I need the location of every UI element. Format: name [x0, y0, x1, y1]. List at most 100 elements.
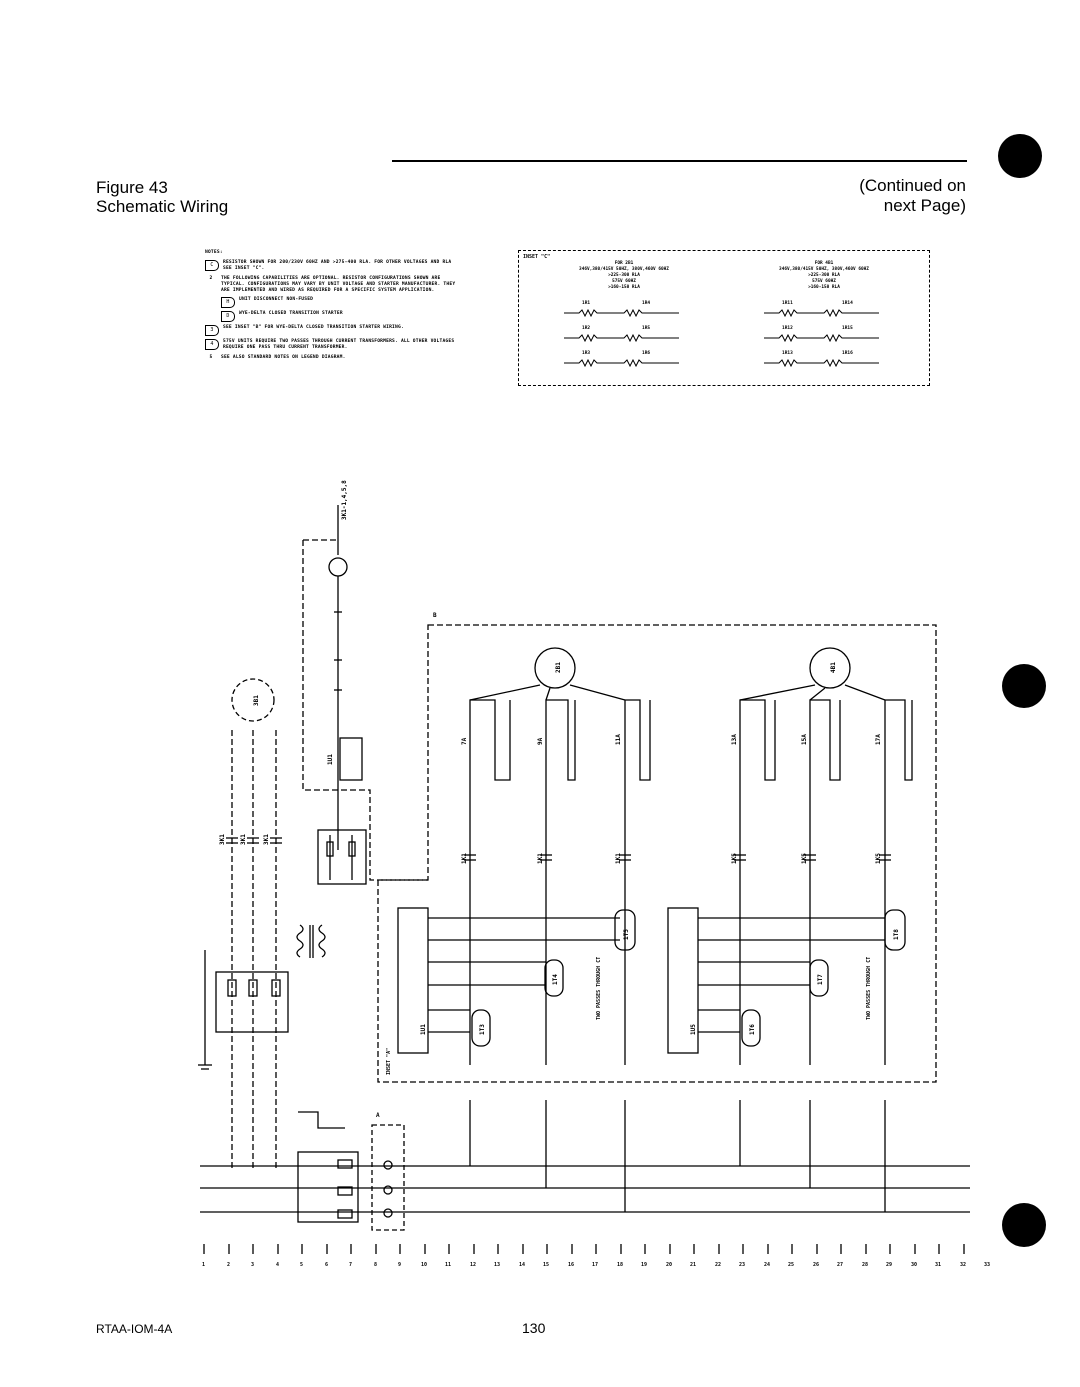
ct-label: 1T4: [552, 974, 559, 985]
note-text: UNIT DISCONNECT NON-FUSED: [239, 297, 314, 303]
inset-text: 575V 60HZ: [812, 279, 836, 284]
line-number: 10: [421, 1262, 427, 1268]
ct-label: 1T6: [749, 1024, 756, 1035]
inset-c-resistors: [564, 308, 879, 368]
two-passes-label: TWO PASSES THROUGH CT: [596, 957, 602, 1020]
line-number: 13: [494, 1262, 500, 1268]
resistor-label: 1R2: [582, 326, 591, 331]
resistor-label: 1R4: [642, 301, 651, 306]
note-number: 5: [209, 354, 213, 360]
ct-label: 1T5: [623, 929, 630, 940]
inset-a-marker: A: [376, 1112, 380, 1119]
capacitor-label: 1U1: [327, 754, 334, 765]
resistor-label: 1R5: [642, 326, 651, 331]
note-item: 2 THE FOLLOWING CAPABILITIES ARE OPTIONA…: [205, 276, 460, 295]
contactor-label: 1K1: [615, 853, 622, 864]
contactor-label: 1K5: [801, 853, 808, 864]
inset-text: 346V,380/415V 50HZ, 380V,460V 60HZ: [579, 267, 669, 272]
inset-c-left-header: FOR 2B1 346V,380/415V 50HZ, 380V,460V 60…: [549, 261, 699, 291]
relay-contact-label: 3K1-1,4,5,8: [341, 480, 348, 520]
line-number: 19: [641, 1262, 647, 1268]
line-number: 8: [374, 1262, 377, 1268]
resistor-label: 1R14: [842, 301, 853, 306]
inset-a-label: INSET "A": [386, 1048, 392, 1075]
line-number-ticks: [203, 1244, 965, 1254]
note-item: C RESISTOR SHOWN FOR 200/230V 60HZ AND >…: [205, 260, 460, 272]
line-number: 27: [837, 1262, 843, 1268]
note-item: 3 SEE INSET "B" FOR WYE-DELTA CLOSED TRA…: [205, 325, 460, 337]
resistor-label: 1R6: [642, 351, 651, 356]
note-item: 4 575V UNITS REQUIRE TWO PASSES THROUGH …: [205, 339, 460, 351]
note-text: 575V UNITS REQUIRE TWO PASSES THROUGH CU…: [223, 339, 455, 351]
notes-block: NOTES: C RESISTOR SHOWN FOR 200/230V 60H…: [205, 250, 460, 364]
inset-text: FOR 2B1: [614, 261, 634, 266]
note-marker: C: [205, 260, 219, 272]
note-number: 2: [209, 275, 213, 281]
notes-heading: NOTES:: [205, 250, 223, 255]
line-number: 22: [715, 1262, 721, 1268]
fan-contactor-label: 3K1: [240, 834, 247, 845]
line-number: 5: [300, 1262, 303, 1268]
line-number: 25: [788, 1262, 794, 1268]
wire-label: 13A: [731, 734, 738, 745]
wire-label: 15A: [801, 734, 808, 745]
inset-c-label: INSET "C": [523, 254, 551, 260]
line-number: 18: [617, 1262, 623, 1268]
line-number: 26: [813, 1262, 819, 1268]
line-number: 9: [398, 1262, 401, 1268]
ct-label: 1T7: [817, 974, 824, 985]
note-item: D WYE-DELTA CLOSED TRANSITION STARTER: [221, 311, 460, 323]
terminal-label: 1U1: [420, 1024, 427, 1035]
inset-text: 575V 60HZ: [612, 279, 636, 284]
doc-id: RTAA-IOM-4A: [96, 1322, 173, 1336]
note-text: RESISTOR SHOWN FOR 200/230V 60HZ AND >27…: [223, 260, 452, 272]
inset-text: 346V,380/415V 50HZ, 380V,460V 60HZ: [779, 267, 869, 272]
line-number: 29: [886, 1262, 892, 1268]
line-number: 3: [251, 1262, 254, 1268]
resistor-label: 1R15: [842, 326, 853, 331]
line-number: 12: [470, 1262, 476, 1268]
fan-contactor-label: 3K1: [263, 834, 270, 845]
note-text: SEE INSET "B" FOR WYE-DELTA CLOSED TRANS…: [223, 325, 404, 331]
contactor-label: 1K1: [461, 853, 468, 864]
line-number: 30: [911, 1262, 917, 1268]
resistor-label: 1R1: [582, 301, 591, 306]
note-marker: D: [221, 311, 235, 323]
fan-contactor-label: 3K1: [219, 834, 226, 845]
binder-hole-middle: [1002, 664, 1046, 708]
resistor-label: 1R13: [782, 351, 793, 356]
line-number: 20: [666, 1262, 672, 1268]
inset-text: FOR 4B1: [814, 261, 834, 266]
continued-line-2: next Page): [883, 196, 966, 215]
note-item: 5 SEE ALSO STANDARD NOTES ON LEGEND DIAG…: [205, 355, 460, 361]
ct-label: 1T3: [479, 1024, 486, 1035]
line-number: 16: [568, 1262, 574, 1268]
resistor-label: 1R12: [782, 326, 793, 331]
two-passes-label: TWO PASSES THROUGH CT: [866, 957, 872, 1020]
inset-text: >160-150 RLA: [608, 285, 640, 290]
resistor-label: 1R3: [582, 351, 591, 356]
line-number: 24: [764, 1262, 770, 1268]
contactor-label: 1K5: [731, 853, 738, 864]
line-number: 23: [739, 1262, 745, 1268]
line-number: 15: [543, 1262, 549, 1268]
continued-notice: (Continued on next Page): [859, 176, 966, 216]
line-number: 1: [202, 1262, 205, 1268]
note-text: THE FOLLOWING CAPABILITIES ARE OPTIONAL.…: [221, 275, 456, 294]
resistor-label: 1R11: [782, 301, 793, 306]
wire-label: 9A: [537, 737, 544, 745]
line-number: 6: [325, 1262, 328, 1268]
line-number: 17: [592, 1262, 598, 1268]
motor-label-right: 4B1: [830, 662, 837, 673]
inset-c-box: INSET "C" FOR 2B1 346V,380/415V 50HZ, 38…: [518, 250, 930, 386]
line-number: 14: [519, 1262, 525, 1268]
inset-text: >225-300 RLA: [808, 273, 840, 278]
wire-label: 7A: [461, 737, 468, 745]
note-item: H UNIT DISCONNECT NON-FUSED: [221, 297, 460, 309]
figure-heading: Figure 43 Schematic Wiring: [96, 178, 228, 216]
fan-motor-label: 3B1: [253, 695, 260, 706]
contactor-label: 1K5: [875, 853, 882, 864]
continued-line-1: (Continued on: [859, 176, 966, 195]
terminal-label: 1U5: [690, 1024, 697, 1035]
